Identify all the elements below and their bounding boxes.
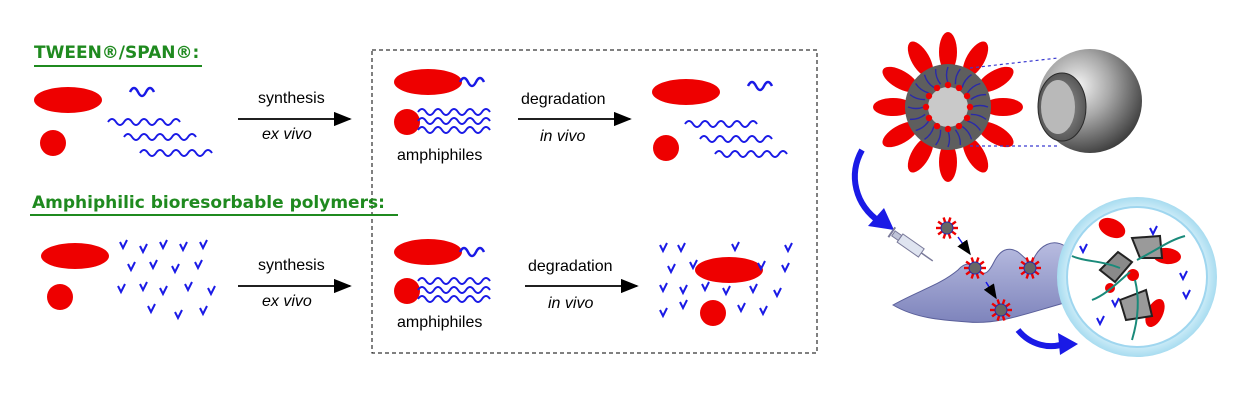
row1-ex-vivo-label: ex vivo [262, 126, 312, 143]
shell-chain [966, 82, 981, 94]
corona-head [977, 121, 1014, 148]
row2-heading-underline [30, 214, 398, 216]
corona-head [962, 41, 989, 78]
inner-head [944, 125, 952, 133]
shell-chain [961, 125, 973, 140]
hydrophilic-ellipse [34, 87, 102, 113]
small-nanoparticle [936, 217, 958, 239]
short-chain [128, 86, 156, 98]
shell-chain [915, 120, 930, 132]
small-nanoparticles [936, 217, 1041, 321]
corona-head [983, 98, 1023, 116]
shell-chain [961, 74, 972, 88]
corona-head [977, 66, 1014, 93]
corona-head [873, 98, 913, 116]
syringe-icon [887, 226, 934, 262]
corona-head [907, 41, 934, 78]
shell-chain [935, 129, 942, 146]
corona-head [939, 142, 957, 182]
row1-heading: TWEEN®/SPAN®: [34, 43, 200, 63]
long-chains [107, 118, 213, 157]
row2-ex-vivo-label: ex vivo [262, 293, 312, 310]
small-nanoparticle [964, 257, 986, 279]
uptake-arrow [851, 148, 882, 225]
corona-head [882, 66, 919, 93]
inner-head [933, 122, 941, 130]
dashed-frame [371, 49, 818, 354]
corona-head [939, 32, 957, 72]
corona-head [962, 136, 989, 173]
small-nanoparticle [1019, 257, 1041, 279]
row1-amphiphiles [394, 69, 491, 135]
row1-synthesis-label: synthesis [258, 90, 325, 107]
row2-amphiphiles-label: amphiphiles [397, 314, 483, 331]
shell-chain [970, 93, 987, 101]
monomer-units [117, 239, 216, 321]
row2-synthesis-label: synthesis [258, 257, 325, 274]
nanoparticle-icon [873, 32, 1023, 182]
row1-reactants [34, 86, 213, 157]
sphere-icon [1037, 49, 1142, 153]
shell-chain [970, 113, 987, 120]
corona-head [907, 136, 934, 173]
shell-chain [909, 94, 926, 101]
shell-chain [907, 106, 925, 110]
row2-in-vivo-label: in vivo [548, 295, 594, 312]
row1-products [652, 79, 788, 161]
row1-heading-underline [34, 65, 202, 67]
row2-products [659, 241, 793, 326]
row2-degradation-label: degradation [528, 258, 613, 275]
row2-heading: Amphiphilic bioresorbable polymers: [32, 193, 385, 213]
inner-head [925, 92, 933, 100]
inner-head [925, 114, 933, 122]
inner-head [922, 103, 930, 111]
small-nanoparticle [990, 299, 1012, 321]
row2-reactants [41, 239, 216, 321]
row1-in-vivo-label: in vivo [540, 128, 586, 145]
inner-head [933, 84, 941, 92]
corona-head [882, 121, 919, 148]
shell-chain [934, 68, 942, 85]
inner-head [966, 103, 974, 111]
shell-chain [971, 104, 989, 108]
shell-chain [915, 83, 929, 94]
row1-degradation-label: degradation [521, 91, 606, 108]
shell-chain [954, 129, 962, 146]
shell-chain [909, 113, 926, 121]
row2-amphiphiles [394, 239, 491, 304]
shell-chain [924, 126, 935, 140]
shell-chain [967, 120, 981, 131]
inner-head [955, 122, 963, 130]
shell-chain [923, 74, 935, 89]
inner-head [963, 92, 971, 100]
inner-head [963, 114, 971, 122]
row1-amphiphiles-label: amphiphiles [397, 147, 483, 164]
inner-head [955, 84, 963, 92]
hydrophilic-circle [40, 130, 66, 156]
degradation-vesicle [1057, 197, 1217, 357]
shell-chain [947, 130, 951, 148]
shell-chain [954, 68, 961, 85]
inner-head [944, 81, 952, 89]
shell-chain [945, 66, 949, 84]
